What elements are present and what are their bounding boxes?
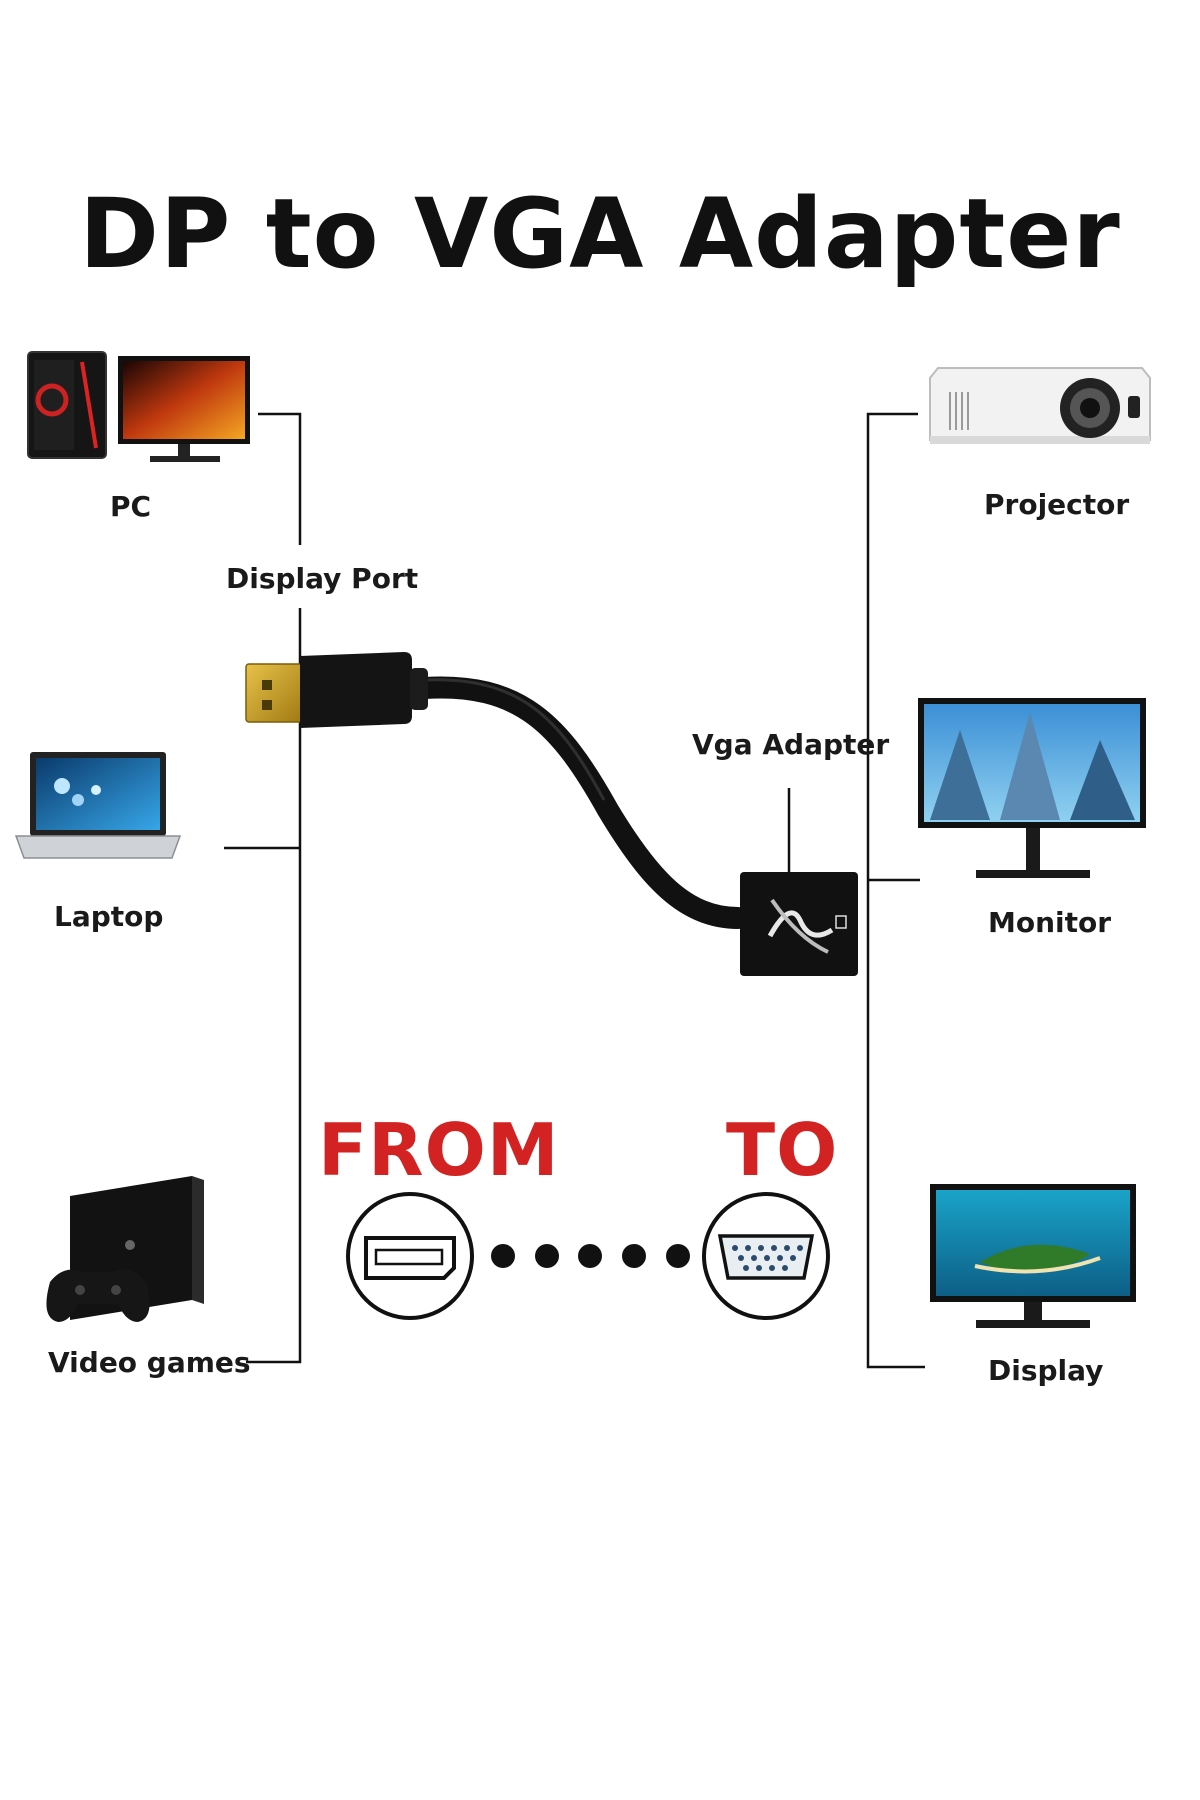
target-label-projector: Projector (984, 488, 1130, 521)
vga-adapter-label: Vga Adapter (692, 728, 890, 761)
from-label: FROM (318, 1108, 560, 1192)
pc-tower-icon (27, 351, 107, 459)
pc-monitor-icon (118, 356, 250, 462)
display-icon (930, 1184, 1136, 1328)
monitor-icon (918, 698, 1146, 878)
source-label-video-games: Video games (48, 1346, 251, 1379)
left-connector-lines (224, 412, 302, 1364)
vga-port-icon (702, 1192, 830, 1320)
right-connector-lines (787, 412, 925, 1369)
page-title: DP to VGA Adapter (79, 178, 1121, 290)
progress-dots (491, 1244, 690, 1268)
projector-icon (929, 367, 1151, 444)
displayport-plug (245, 652, 428, 728)
target-label-monitor: Monitor (988, 906, 1112, 939)
target-label-display: Display (988, 1354, 1104, 1387)
source-label-laptop: Laptop (54, 900, 164, 933)
displayport-port-icon (346, 1192, 474, 1320)
gamepad-icon (46, 1269, 150, 1322)
laptop-icon (14, 752, 182, 859)
to-label: TO (726, 1108, 839, 1192)
adapter-cable (413, 676, 749, 929)
source-label-pc: PC (110, 490, 152, 523)
display-port-label: Display Port (226, 562, 419, 595)
vga-adapter-box[interactable] (740, 872, 858, 976)
